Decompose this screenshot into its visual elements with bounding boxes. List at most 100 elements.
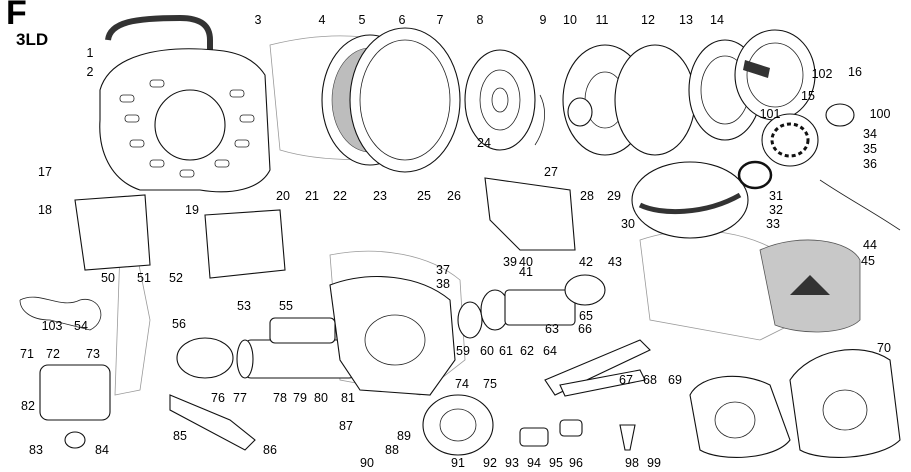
callout-60: 60	[480, 344, 494, 358]
callout-81: 81	[341, 391, 355, 405]
callout-50: 50	[101, 271, 115, 285]
callout-61: 61	[499, 344, 513, 358]
callout-34: 34	[863, 127, 877, 141]
callout-42: 42	[579, 255, 593, 269]
callout-77: 77	[233, 391, 247, 405]
callout-17: 17	[38, 165, 52, 179]
callout-66: 66	[578, 322, 592, 336]
callout-2: 2	[87, 65, 94, 79]
callout-13: 13	[679, 13, 693, 27]
callout-99: 99	[647, 456, 661, 470]
callout-27: 27	[544, 165, 558, 179]
flywheel-cover	[759, 239, 861, 333]
callout-44: 44	[863, 238, 877, 252]
callout-79: 79	[293, 391, 307, 405]
callout-96: 96	[569, 456, 583, 470]
callout-85: 85	[173, 429, 187, 443]
callout-7: 7	[437, 13, 444, 27]
air-ducts	[689, 349, 901, 458]
callout-87: 87	[339, 419, 353, 433]
callout-29: 29	[607, 189, 621, 203]
callout-20: 20	[276, 189, 290, 203]
callout-28: 28	[580, 189, 594, 203]
callout-23: 23	[373, 189, 387, 203]
callout-56: 56	[172, 317, 186, 331]
callout-71: 71	[20, 347, 34, 361]
callout-68: 68	[643, 373, 657, 387]
callout-53: 53	[237, 299, 251, 313]
pulleys	[562, 29, 816, 156]
callout-103: 103	[42, 319, 63, 333]
callout-90: 90	[360, 456, 374, 470]
callout-18: 18	[38, 203, 52, 217]
callout-64: 64	[543, 344, 557, 358]
callout-76: 76	[211, 391, 225, 405]
callout-98: 98	[625, 456, 639, 470]
callout-91: 91	[451, 456, 465, 470]
callout-51: 51	[137, 271, 151, 285]
wiring	[19, 179, 901, 331]
recoil-starter	[631, 103, 855, 239]
callout-30: 30	[621, 217, 635, 231]
section-letter: F	[6, 0, 27, 32]
callout-55: 55	[279, 299, 293, 313]
flywheel-discs	[321, 27, 545, 173]
callout-39: 39	[503, 255, 517, 269]
brackets	[74, 177, 576, 279]
callout-83: 83	[29, 443, 43, 457]
callout-35: 35	[863, 142, 877, 156]
callout-24: 24	[477, 136, 491, 150]
callout-86: 86	[263, 443, 277, 457]
callout-3: 3	[255, 13, 262, 27]
callout-52: 52	[169, 271, 183, 285]
callout-59: 59	[456, 344, 470, 358]
callout-43: 43	[608, 255, 622, 269]
callout-14: 14	[710, 13, 724, 27]
callout-38: 38	[436, 277, 450, 291]
callout-15: 15	[801, 89, 815, 103]
callout-5: 5	[359, 13, 366, 27]
callout-45: 45	[861, 254, 875, 268]
callout-67: 67	[619, 373, 633, 387]
callout-78: 78	[273, 391, 287, 405]
callout-10: 10	[563, 13, 577, 27]
callout-88: 88	[385, 443, 399, 457]
callout-22: 22	[333, 189, 347, 203]
callout-93: 93	[505, 456, 519, 470]
callout-1: 1	[87, 46, 94, 60]
callout-12: 12	[641, 13, 655, 27]
small-parts	[39, 364, 636, 456]
cooling-shroud	[99, 14, 271, 193]
callout-11: 11	[596, 13, 609, 27]
callout-54: 54	[74, 319, 88, 333]
callout-9: 9	[540, 13, 547, 27]
callout-74: 74	[455, 377, 469, 391]
starter-motor	[176, 317, 356, 379]
model-code: 3LD	[16, 30, 49, 49]
crankcase	[329, 276, 456, 396]
callout-69: 69	[668, 373, 682, 387]
callout-73: 73	[86, 347, 100, 361]
callout-31: 31	[769, 189, 783, 203]
callout-36: 36	[863, 157, 877, 171]
callout-25: 25	[417, 189, 431, 203]
callout-16: 16	[848, 65, 862, 79]
gears	[457, 274, 651, 397]
callout-8: 8	[477, 13, 484, 27]
callout-72: 72	[46, 347, 60, 361]
callout-101: 101	[760, 107, 781, 121]
callout-75: 75	[483, 377, 497, 391]
callout-33: 33	[766, 217, 780, 231]
callout-84: 84	[95, 443, 109, 457]
callout-37: 37	[436, 263, 450, 277]
callout-6: 6	[399, 13, 406, 27]
callout-100: 100	[870, 107, 891, 121]
callout-94: 94	[527, 456, 541, 470]
callout-19: 19	[185, 203, 199, 217]
callout-41: 41	[519, 265, 533, 279]
callout-21: 21	[305, 189, 319, 203]
callout-62: 62	[520, 344, 534, 358]
callout-4: 4	[319, 13, 326, 27]
